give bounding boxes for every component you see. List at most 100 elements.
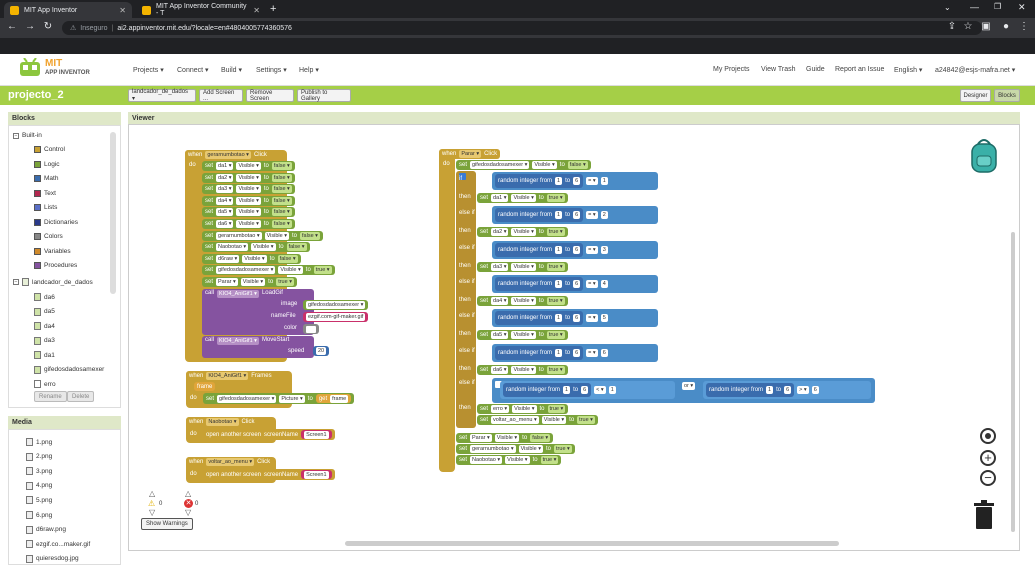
menu-guide[interactable]: Guide	[806, 66, 825, 73]
operator-dropdown[interactable]: = ▾	[586, 211, 598, 220]
bool-value[interactable]: false ▾	[271, 185, 292, 194]
component-dropdown[interactable]: gerarnumbotao ▾	[216, 231, 262, 240]
property-dropdown[interactable]: Visible ▾	[511, 331, 536, 340]
color-block[interactable]	[303, 324, 319, 334]
component-dropdown[interactable]: da1 ▾	[216, 162, 234, 170]
show-warnings-button[interactable]: Show Warnings	[141, 518, 193, 530]
getter-gifedosdados[interactable]: gifedosdadosamexer ▾	[303, 300, 369, 310]
component-dropdown[interactable]: da6 ▾	[491, 365, 509, 374]
operator-dropdown[interactable]: = ▾	[586, 279, 598, 288]
forward-icon[interactable]: →	[25, 21, 35, 32]
builtin-category[interactable]: Logic	[34, 160, 60, 168]
to-value[interactable]: 6	[573, 348, 581, 357]
bool-value[interactable]: true ▾	[546, 194, 565, 202]
component-dropdown[interactable]: d6raw ▾	[216, 254, 240, 263]
bool-value[interactable]: false ▾	[271, 196, 292, 205]
set-gif-visible-block[interactable]: set gifedosdadosamexer ▾ Visible ▾ to fa…	[456, 160, 591, 170]
from-value[interactable]: 1	[555, 245, 563, 254]
set-voltar-visible-block[interactable]: set voltar_ao_menu ▾ Visible ▾ to true ▾	[477, 415, 598, 425]
media-file[interactable]: 4.png	[26, 481, 52, 490]
property-dropdown[interactable]: Visible ▾	[511, 296, 536, 305]
property-dropdown[interactable]: Visible ▾	[505, 456, 530, 464]
to-value[interactable]: 6	[573, 177, 581, 185]
zoom-out-icon[interactable]: −	[980, 470, 996, 486]
operator-dropdown[interactable]: = ▾	[586, 245, 598, 254]
media-file[interactable]: 1.png	[26, 438, 52, 446]
component-dropdown[interactable]: gifedosdadosamexer ▾	[217, 394, 277, 403]
property-dropdown[interactable]: Visible ▾	[236, 220, 261, 228]
component-item[interactable]: da3	[34, 336, 55, 345]
color-swatch[interactable]	[306, 325, 316, 333]
text-screen1[interactable]: Screen1	[301, 470, 332, 479]
bool-value[interactable]: false ▾	[271, 208, 292, 217]
warning-up-icon[interactable]: △	[149, 489, 156, 498]
builtin-category[interactable]: Dictionaries	[34, 218, 78, 226]
menu-view-trash[interactable]: View Trash	[761, 66, 796, 73]
component-item[interactable]: da6	[34, 293, 55, 301]
property-dropdown[interactable]: Visible ▾	[511, 194, 536, 202]
text-value[interactable]: Screen1	[304, 430, 329, 439]
minimize-icon[interactable]: —	[970, 2, 979, 12]
number-block[interactable]: 20	[313, 346, 330, 356]
component-dropdown[interactable]: da3 ▾	[491, 262, 509, 271]
property-dropdown[interactable]: Visible ▾	[511, 262, 536, 271]
bool-value[interactable]: true ▾	[276, 278, 294, 286]
operator-dropdown[interactable]: < ▾	[594, 386, 606, 394]
or-label[interactable]: or ▾	[682, 382, 696, 390]
component-item[interactable]: gifedosdadosamexer	[34, 365, 104, 374]
compare-value[interactable]: 1	[608, 386, 616, 394]
bool-value[interactable]: false ▾	[277, 254, 298, 263]
error-up-icon[interactable]: △	[185, 489, 192, 498]
operator-dropdown[interactable]: = ▾	[586, 314, 598, 323]
bool-value[interactable]: false ▾	[271, 173, 292, 182]
add-screen-button[interactable]: Add Screen ...	[199, 89, 243, 102]
to-value[interactable]: 6	[573, 314, 581, 323]
from-value[interactable]: 1	[555, 348, 563, 357]
media-file[interactable]: 3.png	[26, 467, 52, 476]
from-value[interactable]: 1	[555, 279, 563, 288]
property-dropdown[interactable]: Visible ▾	[541, 416, 567, 424]
delete-button[interactable]: Delete	[67, 391, 95, 402]
bool-value[interactable]: true ▾	[540, 456, 559, 464]
rename-button[interactable]: Rename	[34, 391, 67, 402]
to-value[interactable]: 6	[573, 211, 581, 220]
builtin-group[interactable]: − Built-in	[13, 132, 42, 139]
component-dropdown[interactable]: da5 ▾	[491, 331, 509, 340]
or-dropdown[interactable]: or ▾	[682, 382, 696, 390]
text-screen1[interactable]: Screen1	[301, 430, 332, 439]
component-dropdown[interactable]: Parar ▾	[216, 278, 238, 286]
property-dropdown[interactable]: Visible ▾	[494, 434, 520, 442]
bool-value[interactable]: true ▾	[554, 445, 572, 453]
component-dropdown[interactable]: da4 ▾	[216, 196, 234, 205]
component-dropdown[interactable]: gerarnumbotao ▾	[205, 151, 251, 159]
bool-value[interactable]: false ▾	[300, 231, 320, 240]
media-file[interactable]: quieresdog.jpg	[26, 554, 79, 563]
bool-value[interactable]: true ▾	[313, 266, 332, 275]
if-block[interactable]	[456, 171, 476, 428]
property-dropdown[interactable]: Visible ▾	[278, 266, 303, 275]
menu-my-projects[interactable]: My Projects	[713, 66, 750, 73]
profile-icon[interactable]: ●	[1002, 21, 1010, 32]
component-dropdown[interactable]: Parar ▾	[470, 434, 492, 442]
browser-tab-community[interactable]: MIT App Inventor Community - T ✕	[136, 2, 266, 18]
component-dropdown[interactable]: gifedosdadosamexer ▾	[216, 266, 276, 275]
menu-settings[interactable]: Settings ▾	[256, 67, 287, 74]
component-dropdown[interactable]: da2 ▾	[216, 173, 234, 182]
component-item[interactable]: da4	[34, 322, 55, 330]
open-screen-block[interactable]: open another screen screenName Screen1	[203, 429, 335, 440]
property-dropdown[interactable]: Visible ▾	[251, 243, 276, 252]
set-gerar-visible-block[interactable]: set gerarnumbotao ▾ Visible ▾ to true ▾	[456, 444, 575, 454]
